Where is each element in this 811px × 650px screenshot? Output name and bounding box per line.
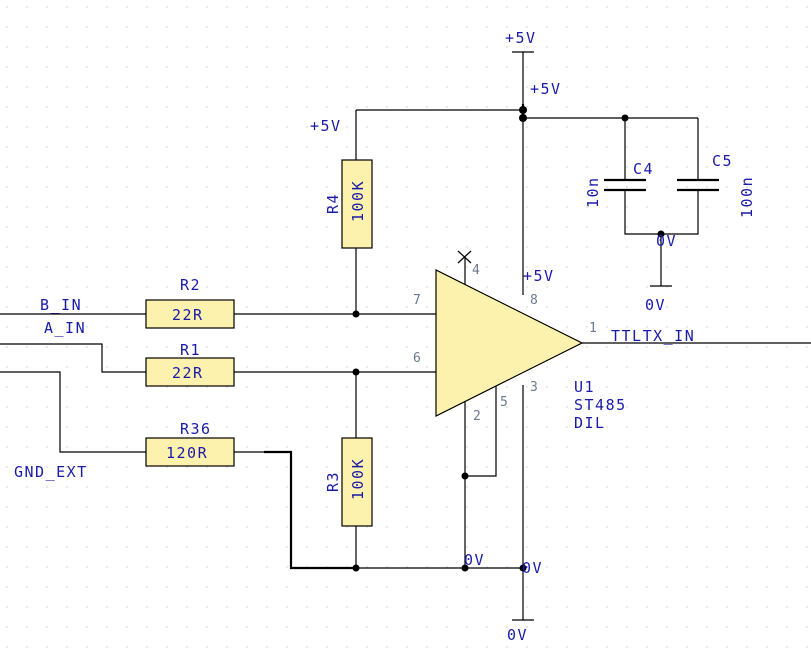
- junction-dot: [519, 106, 527, 114]
- r2-value: 22R: [172, 306, 204, 324]
- u1-ref: U1: [574, 378, 595, 396]
- wire-pin5: [465, 386, 497, 477]
- c5-ref: C5: [712, 152, 733, 170]
- supply-ic-vcc-label: +5V: [523, 267, 555, 285]
- gnd-caps-symbol-label: 0V: [645, 296, 666, 314]
- gnd-label-a: 0V: [464, 551, 485, 569]
- pin-5-label: 5: [500, 395, 508, 410]
- junction-dot: [461, 472, 469, 480]
- supply-r4-label: +5V: [310, 117, 342, 135]
- resistor-r2[interactable]: R2 22R: [145, 276, 235, 329]
- u1-part: ST485: [574, 396, 627, 414]
- resistor-r4[interactable]: R4 100K: [324, 159, 373, 249]
- junction-dot: [352, 368, 360, 376]
- pin-7-label: 7: [413, 293, 421, 308]
- c4-value: 10n: [584, 176, 602, 208]
- wire-a-in: [0, 343, 146, 373]
- no-connect-icon: [457, 250, 472, 264]
- junctions: [352, 106, 665, 572]
- junction-dot: [519, 564, 527, 572]
- wires: [0, 52, 811, 620]
- net-a-in-label: A_IN: [44, 319, 86, 337]
- pin-4-label: 4: [472, 263, 480, 278]
- power-symbols: [457, 51, 672, 621]
- u1-body[interactable]: [435, 269, 584, 417]
- r1-body[interactable]: [145, 357, 235, 387]
- pin-8-label: 8: [530, 293, 538, 308]
- supply-top-label: +5V: [505, 29, 537, 47]
- pin-6-label: 6: [413, 351, 421, 366]
- r3-value: 100K: [349, 458, 367, 500]
- junction-dot: [461, 564, 469, 572]
- r4-ref: R4: [324, 193, 342, 214]
- c4-plates[interactable]: [604, 178, 646, 192]
- r36-ref: R36: [180, 420, 212, 438]
- resistor-r1[interactable]: R1 22R: [145, 341, 235, 387]
- gnd-bottom-label: 0V: [507, 626, 528, 644]
- junction-dot: [621, 114, 629, 122]
- net-labels: +5V +5V +5V +5V 0V 0V 0V 0V 0V B_IN A_IN…: [14, 29, 695, 644]
- ic-u1[interactable]: 7 6 4 8 1 3 2 5 U1 ST485 DIL: [413, 263, 627, 432]
- resistor-r3[interactable]: R3 100K: [324, 437, 373, 527]
- r36-value: 120R: [166, 444, 208, 462]
- net-gnd-ext-label: GND_EXT: [14, 463, 88, 481]
- net-b-in-label: B_IN: [40, 296, 82, 314]
- r2-body[interactable]: [145, 299, 235, 329]
- pin-2-label: 2: [473, 409, 481, 424]
- gnd-caps-label: 0V: [656, 232, 677, 250]
- junction-dot: [519, 114, 527, 122]
- pin-3-label: 3: [530, 380, 538, 395]
- u1-package: DIL: [574, 414, 606, 432]
- wire-gnd-ext: [0, 371, 146, 453]
- r1-value: 22R: [172, 364, 204, 382]
- r2-ref: R2: [180, 276, 201, 294]
- resistor-r36[interactable]: R36 120R: [145, 420, 235, 467]
- supply-node-label: +5V: [530, 80, 562, 98]
- r3-ref: R3: [324, 471, 342, 492]
- gnd-label-b: 0V: [522, 559, 543, 577]
- junction-dot: [352, 564, 360, 572]
- r4-body[interactable]: [341, 159, 373, 249]
- r1-ref: R1: [180, 341, 201, 359]
- capacitor-c5[interactable]: C5 100n: [677, 152, 756, 218]
- junction-dot: [657, 230, 665, 238]
- r36-body[interactable]: [145, 437, 235, 467]
- capacitor-c4[interactable]: C4 10n: [584, 160, 654, 208]
- c4-ref: C4: [633, 160, 654, 178]
- r3-body[interactable]: [341, 437, 373, 527]
- junction-dot: [352, 310, 360, 318]
- c5-plates[interactable]: [677, 178, 719, 192]
- r4-value: 100K: [349, 180, 367, 222]
- wire-r36-gnd: [264, 450, 356, 570]
- net-ttltx-in-label: TTLTX_IN: [611, 327, 695, 345]
- pin-1-label: 1: [589, 321, 597, 336]
- c5-value: 100n: [738, 176, 756, 218]
